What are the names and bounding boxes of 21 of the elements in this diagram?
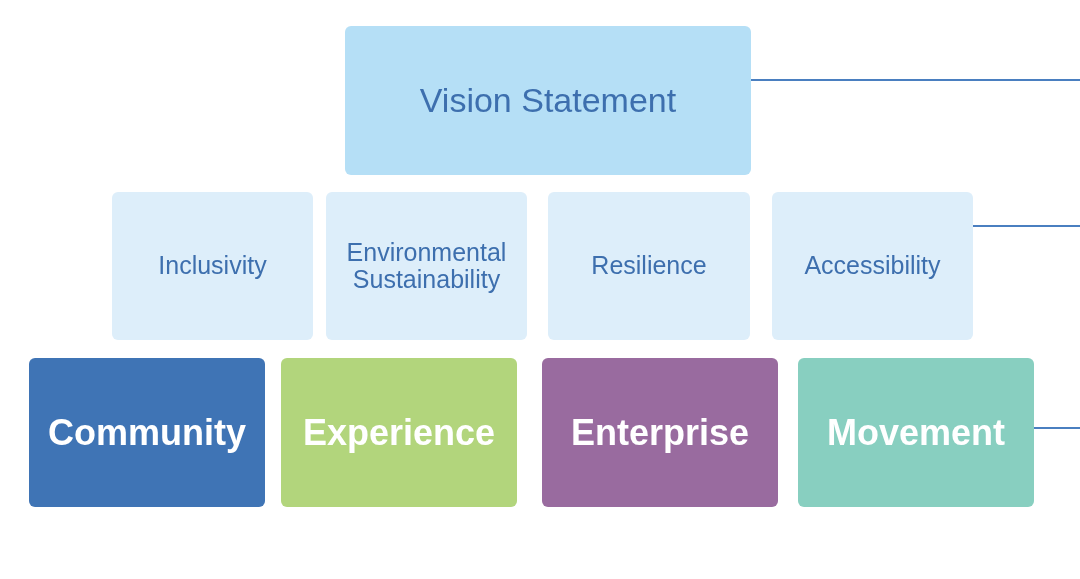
label-box xyxy=(798,358,1034,507)
label-box xyxy=(542,358,778,507)
connector-line xyxy=(972,225,1080,227)
box-label: Vision Statement xyxy=(419,80,677,121)
label-box xyxy=(326,192,527,340)
box-label: Community xyxy=(48,410,246,455)
box-label: Resilience xyxy=(591,252,707,280)
label-box xyxy=(29,358,265,507)
box-label: Environmental Sustainability xyxy=(345,238,508,294)
connector-line xyxy=(750,79,1080,81)
label-box xyxy=(548,192,750,340)
label-box xyxy=(112,192,313,340)
label-box xyxy=(772,192,973,340)
box-label: Movement xyxy=(827,410,1005,455)
label-box xyxy=(281,358,517,507)
label-box xyxy=(345,26,751,175)
box-label: Enterprise xyxy=(570,410,750,455)
box-label: Accessibility xyxy=(804,252,941,280)
box-label: Experience xyxy=(302,410,496,455)
connector-line xyxy=(1033,427,1080,429)
box-label: Inclusivity xyxy=(158,252,267,280)
